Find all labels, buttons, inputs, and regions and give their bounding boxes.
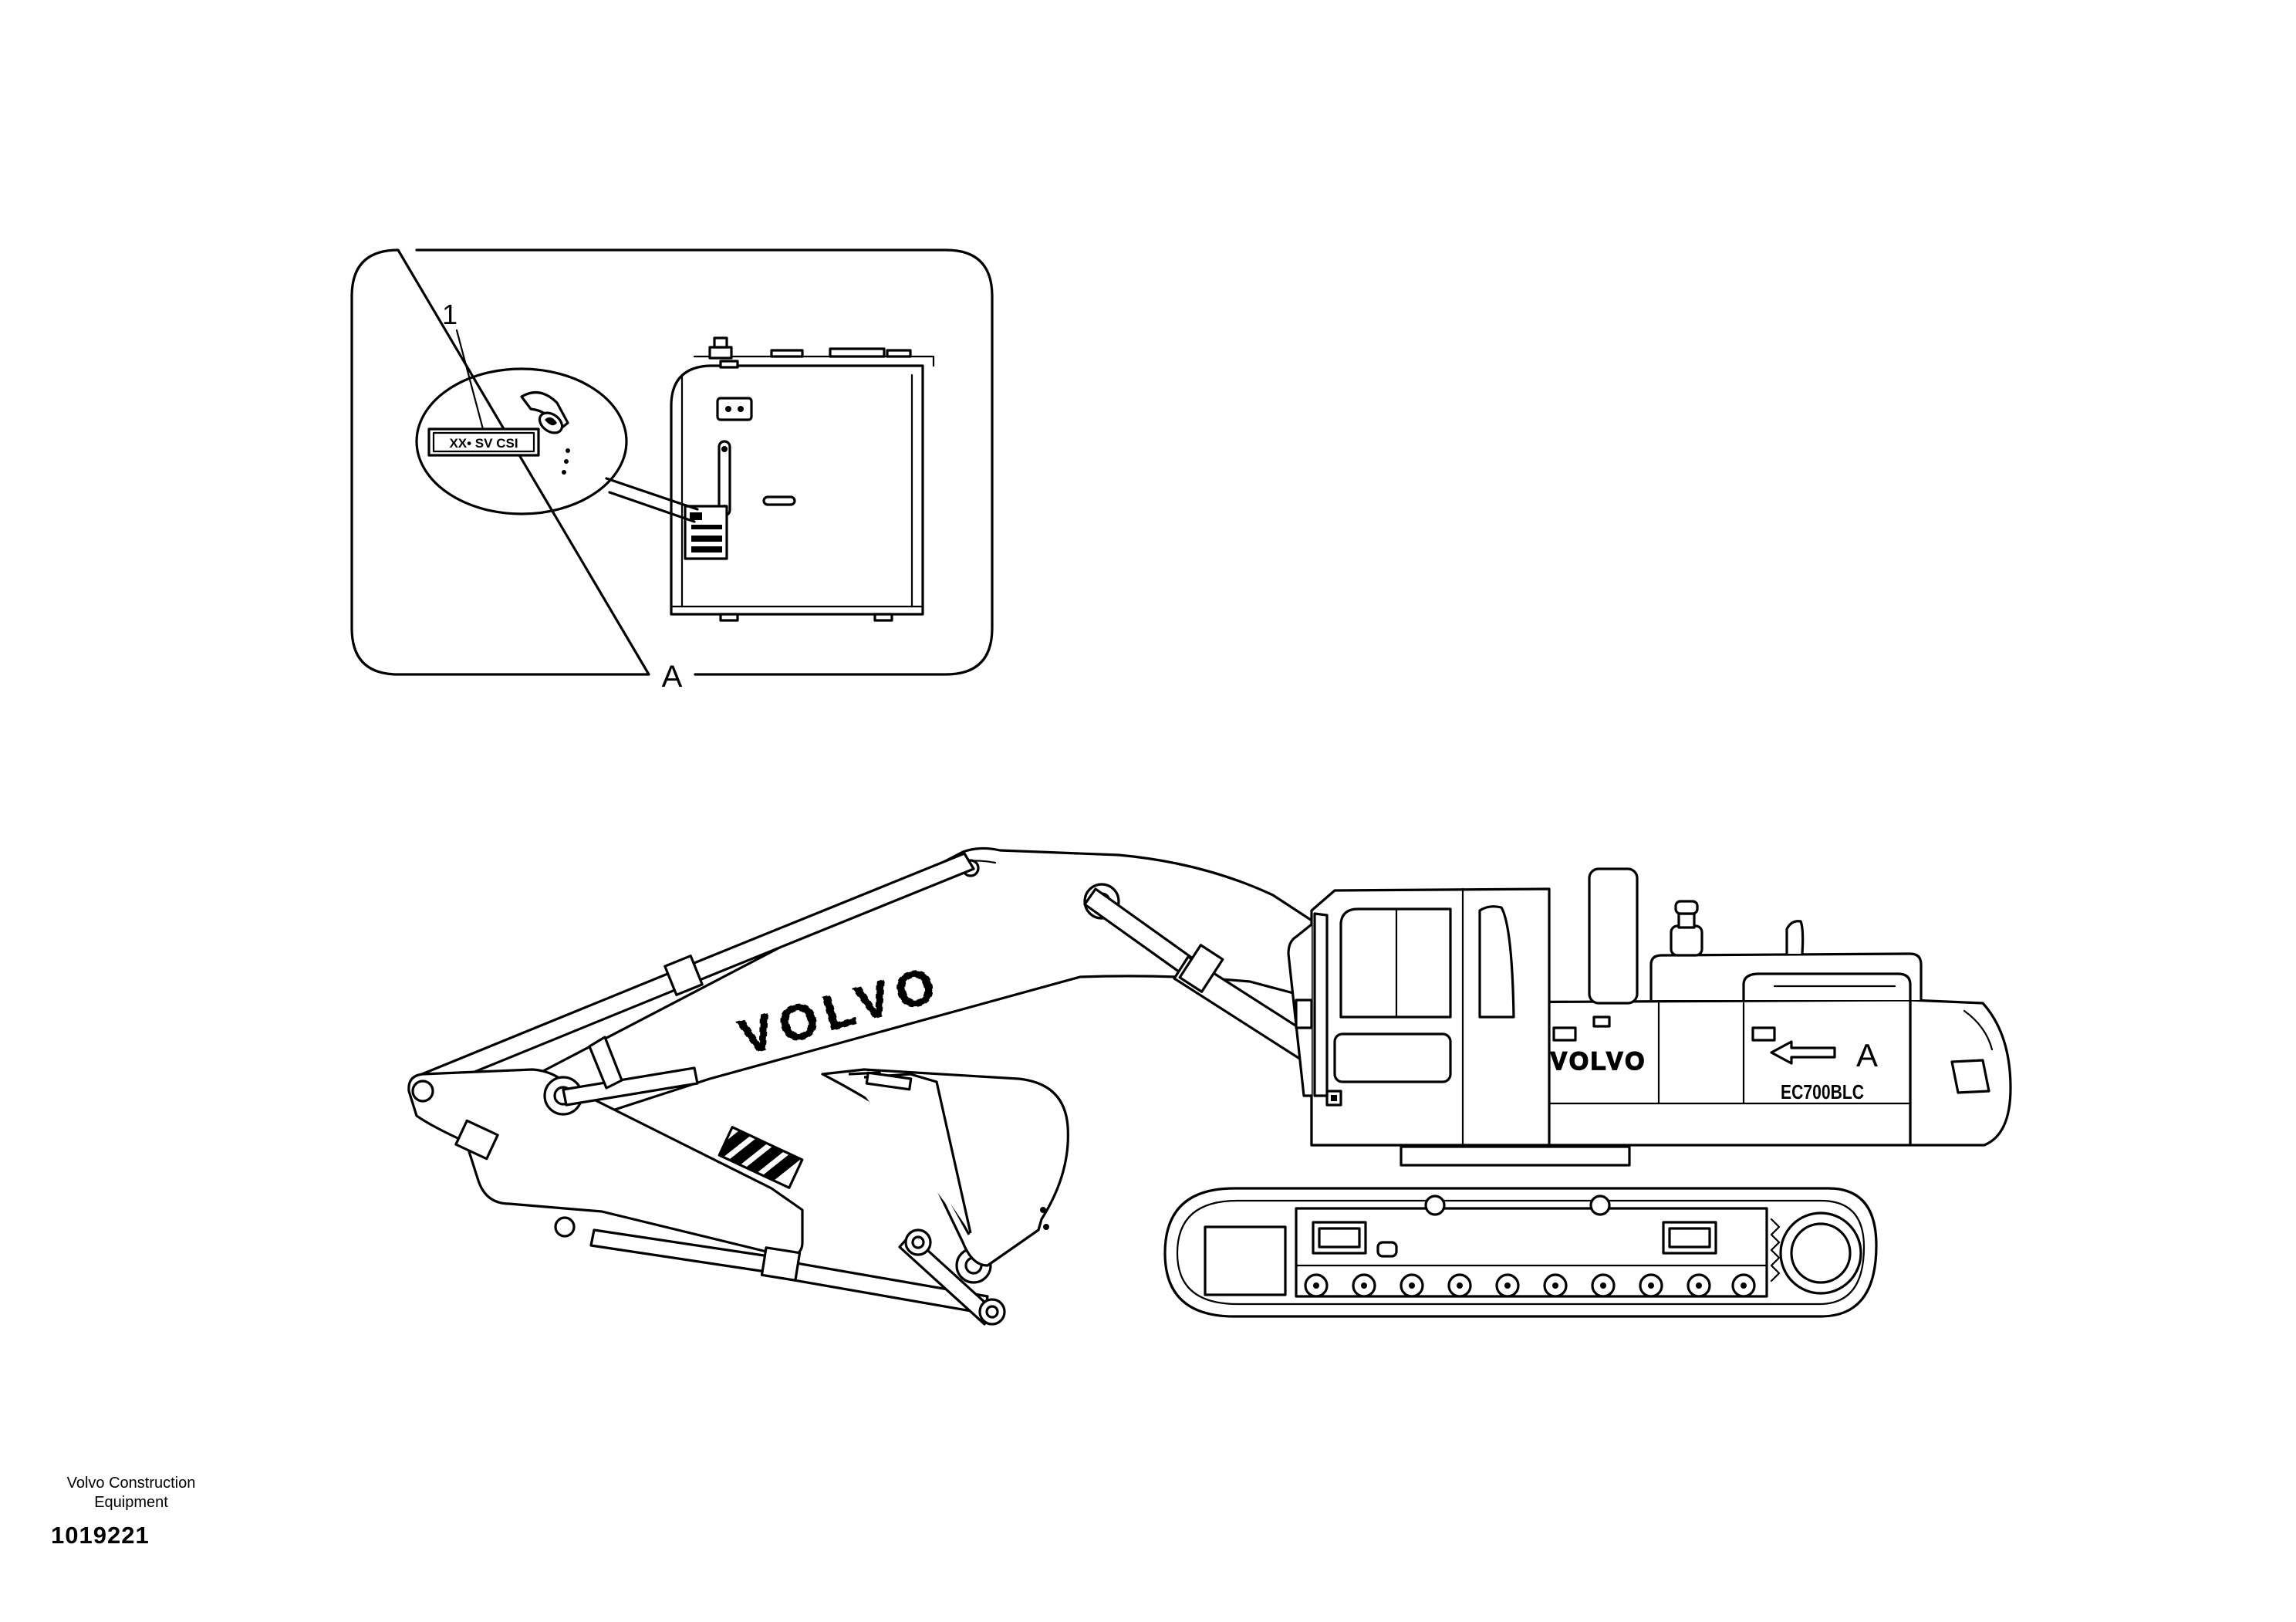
decal-magnifier: XX• SV CSI bbox=[415, 367, 699, 523]
view-label: A bbox=[662, 660, 683, 694]
publisher-line-2: Equipment bbox=[94, 1494, 168, 1511]
boom-cylinder bbox=[1083, 887, 1322, 1065]
document-number: 1019221 bbox=[51, 1522, 150, 1549]
bucket bbox=[821, 1068, 1069, 1267]
view-a-arrow bbox=[1770, 1040, 1836, 1065]
publisher-credit: Volvo Construction Equipment bbox=[31, 1474, 231, 1512]
upper-structure: VOLVO A EC700BLC bbox=[1287, 867, 2012, 1147]
arm-cylinder bbox=[417, 852, 975, 1093]
undercarriage bbox=[1163, 1145, 1878, 1318]
bucket-cylinder bbox=[562, 1036, 1006, 1326]
excavator-side-view: VOLVO bbox=[407, 846, 2012, 1326]
callout-number-1: 1 bbox=[442, 299, 458, 330]
detail-view-a: A bbox=[350, 248, 994, 694]
hydraulic-tank bbox=[670, 336, 935, 622]
view-a-marker: A bbox=[1856, 1037, 1878, 1073]
detail-frame bbox=[350, 248, 994, 676]
hazard-stripe-decal bbox=[718, 1126, 804, 1189]
callout-leader-1 bbox=[455, 329, 485, 431]
body-brand-decal: VOLVO bbox=[1551, 1047, 1647, 1075]
arm bbox=[407, 1068, 804, 1257]
publisher-line-1: Volvo Construction bbox=[66, 1475, 196, 1492]
model-decal: EC700BLC bbox=[1781, 1080, 1864, 1103]
decal-text: XX• SV CSI bbox=[449, 436, 518, 451]
track-rollers bbox=[1304, 1273, 1756, 1298]
